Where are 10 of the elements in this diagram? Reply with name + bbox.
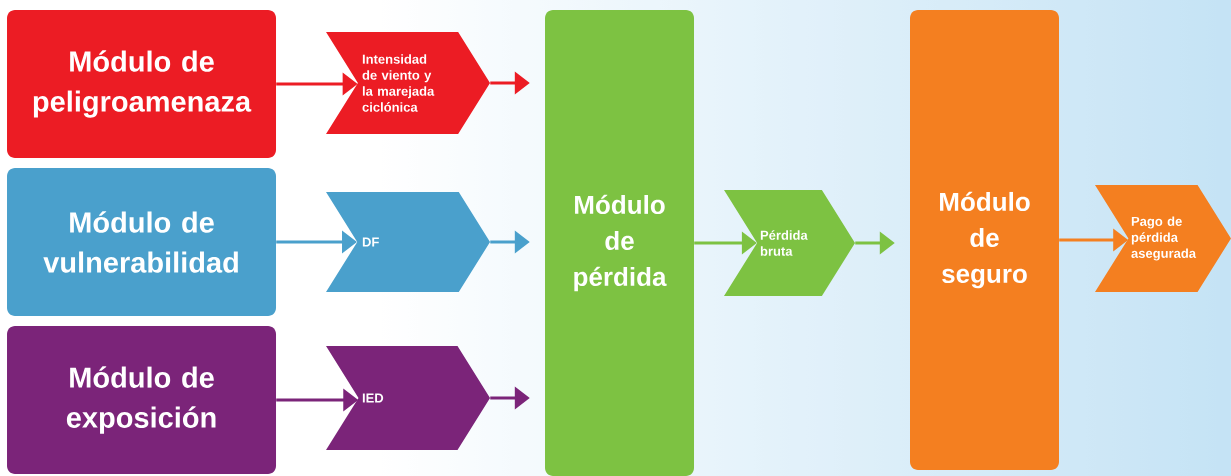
chevron-box: DF (326, 192, 490, 292)
chevron-box: IED (326, 346, 490, 450)
module-box: Módulo de exposición (7, 326, 276, 474)
chevron-box: Intensidad de viento y la marejada ciclónica (326, 32, 490, 134)
module-box: Módulo de vulnerabilidad (7, 168, 276, 316)
module-box: Módulo de seguro (910, 10, 1059, 470)
chevron-box: Pago de pérdida asegurada (1095, 185, 1231, 292)
module-box: Módulo de pérdida (545, 10, 694, 476)
chevron-box: Pérdida bruta (724, 190, 855, 296)
module-box: Módulo de peligroamenaza (7, 10, 276, 158)
